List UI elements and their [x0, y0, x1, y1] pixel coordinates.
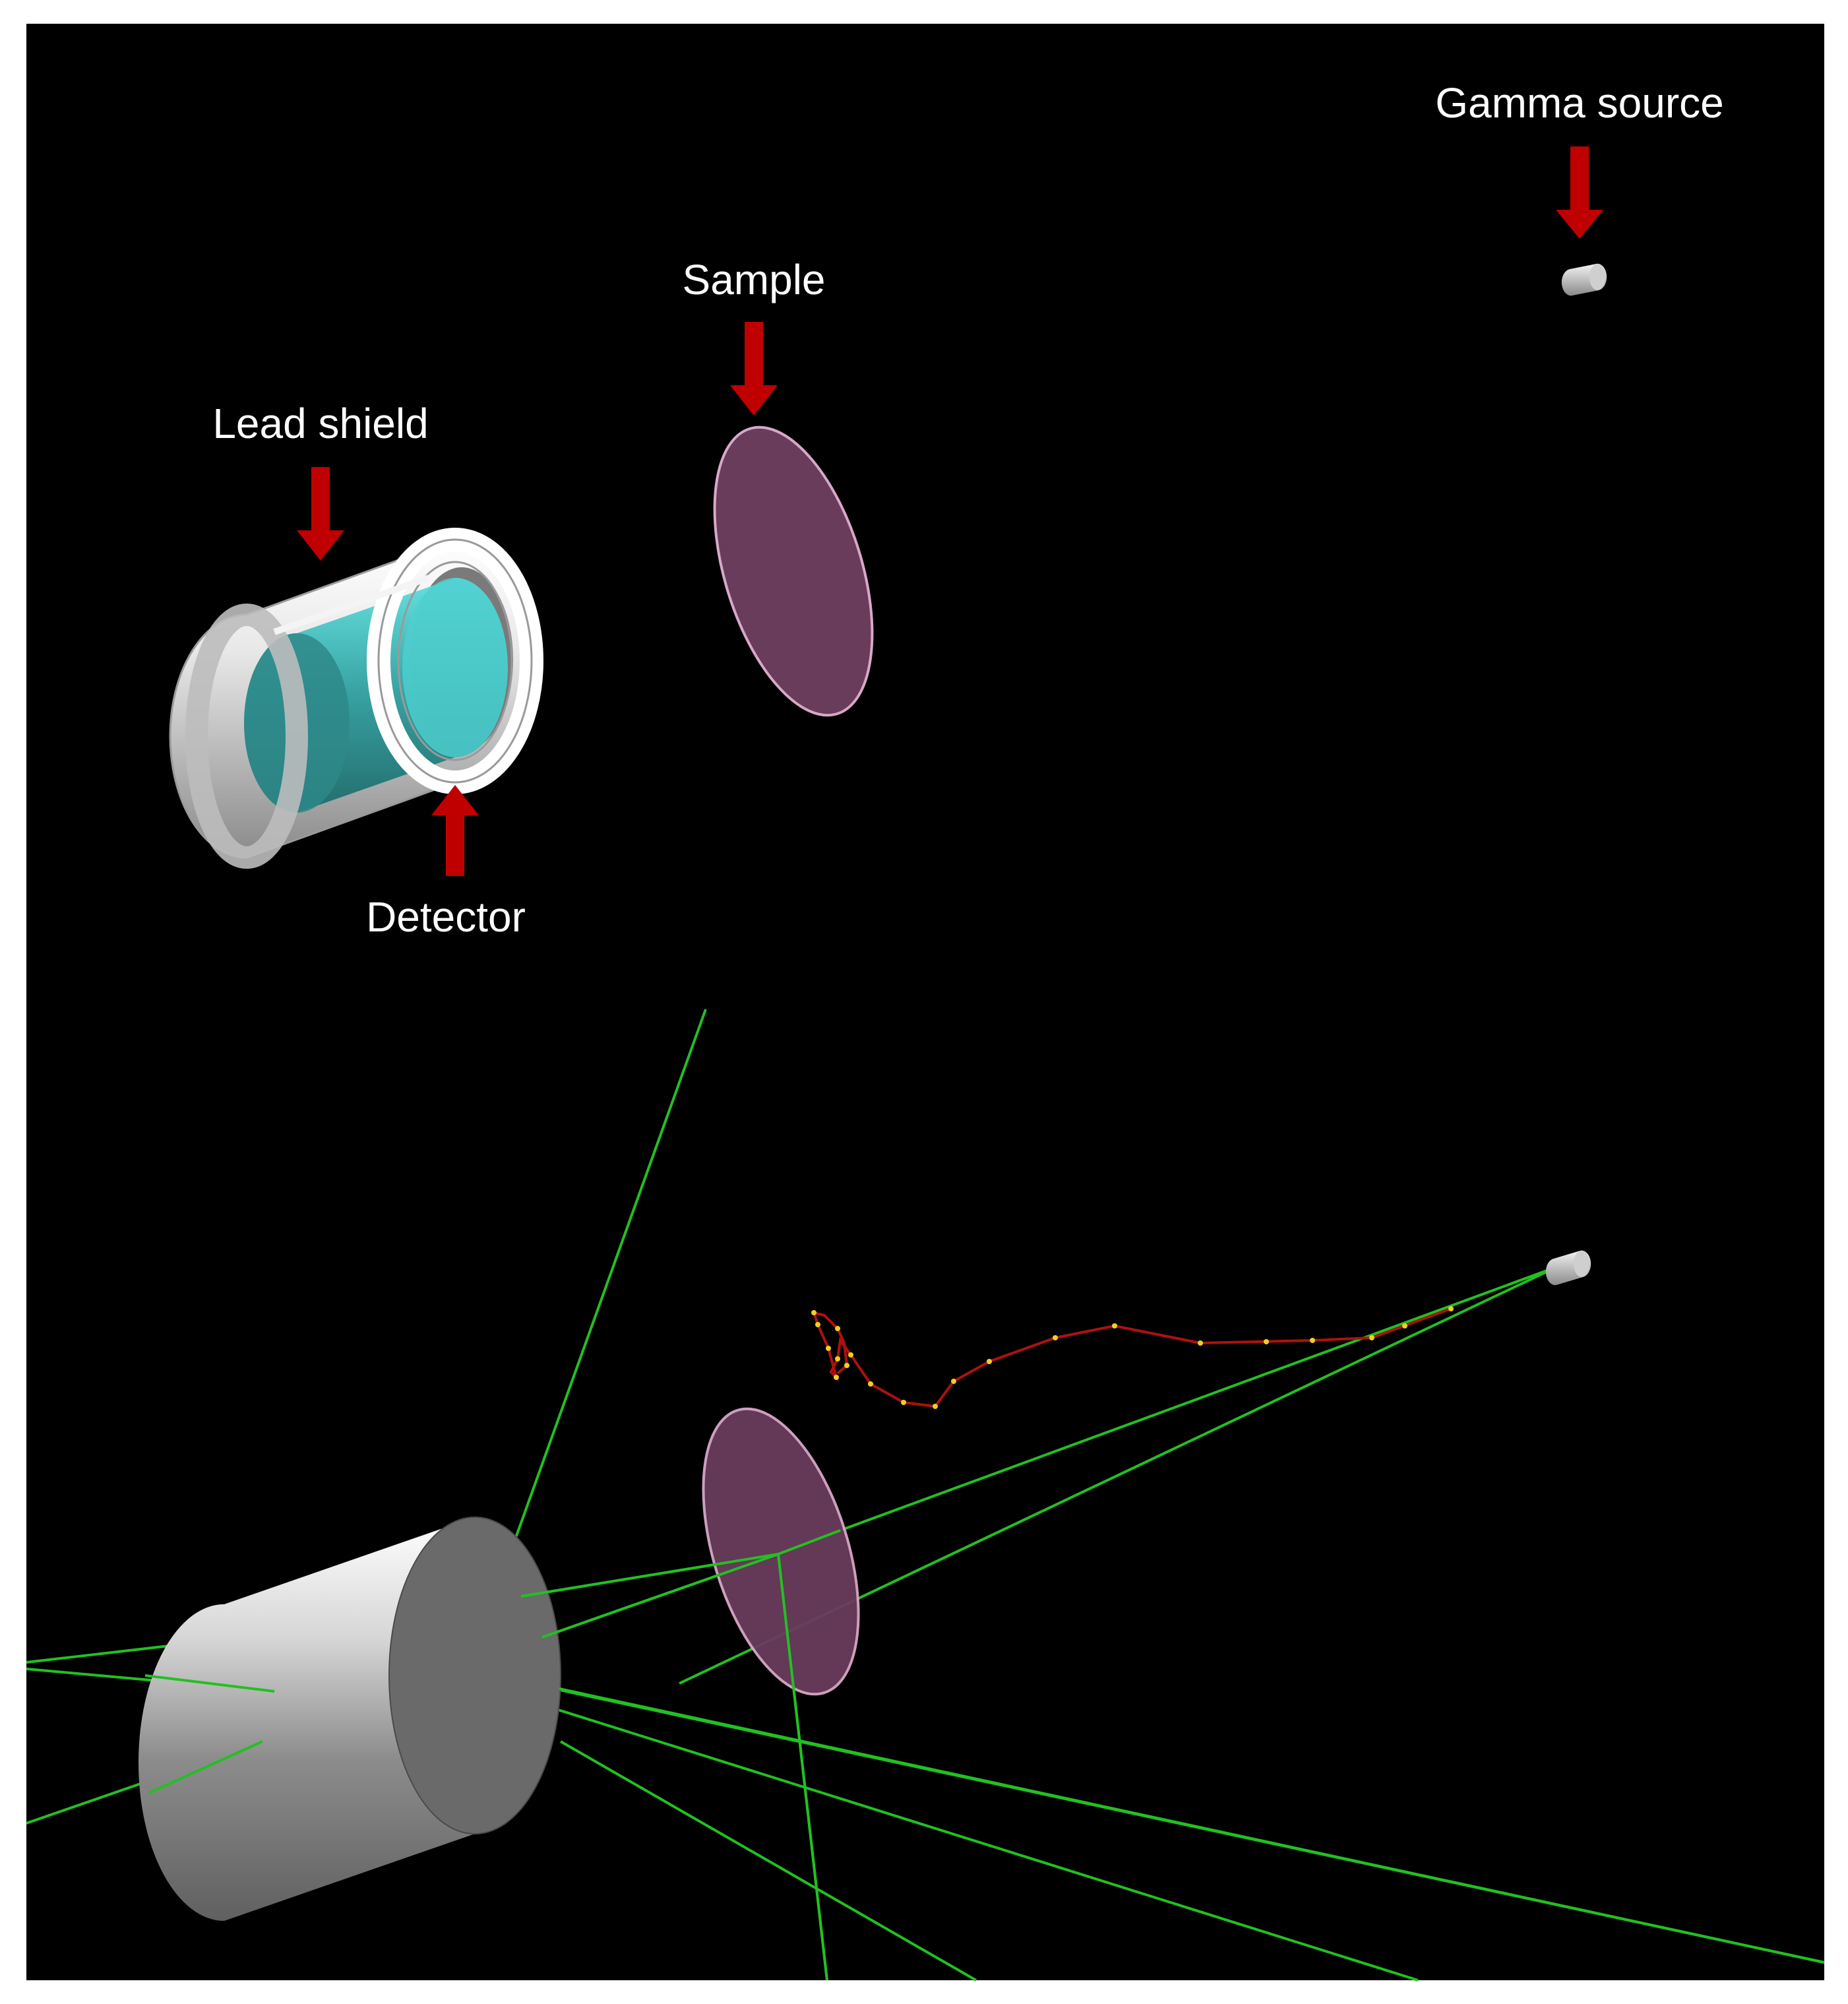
- gamma-source-bottom: [1545, 1250, 1591, 1286]
- sample-disc-bottom: [702, 1407, 860, 1696]
- sample-label: Sample: [683, 256, 826, 303]
- bottom-panel: [26, 1009, 1825, 1982]
- gamma-source-label: Gamma source: [1435, 79, 1723, 127]
- detector-arrow: [431, 785, 479, 876]
- top-panel: Gamma source Sample: [169, 79, 1724, 941]
- gamma-tracks-over-detector: [144, 1553, 1825, 1964]
- sample-arrow: [730, 322, 778, 416]
- detector-bottom: [139, 1517, 561, 1921]
- detector-label: Detector: [366, 893, 526, 941]
- gamma-source-arrow: [1556, 146, 1603, 239]
- sample-disc-top: [713, 425, 874, 717]
- electron-track: [811, 1306, 1454, 1409]
- gamma-source-top: [1561, 263, 1607, 296]
- detector-crystal: [244, 578, 508, 813]
- lead-shield-arrow: [297, 467, 344, 561]
- lead-shield-label: Lead shield: [212, 400, 428, 447]
- lead-shield: [169, 528, 543, 869]
- gamma-tracks-front: [777, 1529, 841, 1981]
